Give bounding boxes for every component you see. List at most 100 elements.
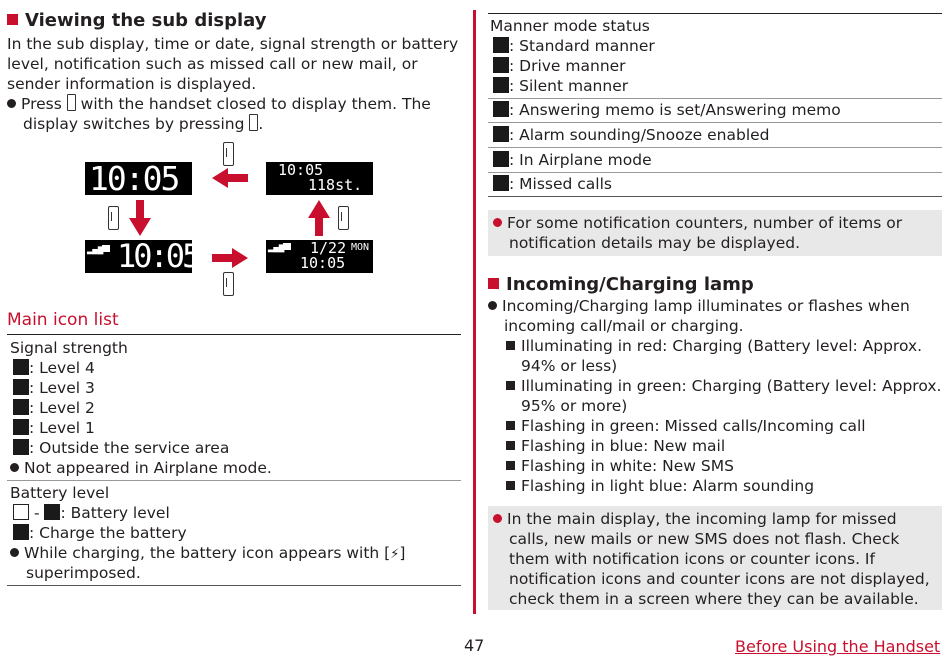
lamp-item: Flashing in white: New SMS xyxy=(506,456,734,476)
square-bullet xyxy=(506,441,515,450)
divider xyxy=(488,147,942,148)
bullet xyxy=(10,548,19,557)
bullet xyxy=(7,99,16,108)
lamp-item: Flashing in light blue: Alarm sounding xyxy=(506,476,814,496)
divider xyxy=(488,122,942,123)
square-bullet xyxy=(506,341,515,350)
arrow-left-icon xyxy=(212,168,248,188)
sub-display-status-screen: ▂▄▆ 10:05 xyxy=(85,237,201,275)
intro-line: level, notification such as missed call … xyxy=(7,55,418,73)
signal-heading: Signal strength xyxy=(10,339,128,357)
divider xyxy=(7,585,461,586)
section-title-sub-display: Viewing the sub display xyxy=(7,10,266,31)
lamp-intro-cont: incoming call/mail or charging. xyxy=(504,317,744,335)
signal-level3-icon xyxy=(13,379,29,395)
icon-row: : Alarm sounding/Snooze enabled xyxy=(493,125,770,145)
column-divider xyxy=(473,10,476,614)
icon-row: : In Airplane mode xyxy=(493,150,652,170)
divider xyxy=(488,13,942,14)
lamp-intro: Incoming/Charging lamp illuminates or fl… xyxy=(488,296,910,316)
signal-item: : Level 3 xyxy=(13,378,95,398)
signal-note: Not appeared in Airplane mode. xyxy=(10,458,272,478)
press-instruction: Press with the handset closed to display… xyxy=(7,94,431,114)
side-key-icon xyxy=(338,206,349,230)
bullet xyxy=(493,218,502,227)
section-title-lamp: Incoming/Charging lamp xyxy=(488,274,754,295)
signal-item: : Level 1 xyxy=(13,418,95,438)
battery-full-icon xyxy=(44,504,61,520)
side-key-icon xyxy=(223,272,234,296)
icon-row: : Missed calls xyxy=(493,174,612,194)
icon-row: : Answering memo is set/Answering memo xyxy=(493,100,841,120)
section-marker xyxy=(488,278,499,289)
main-icon-list-title: Main icon list xyxy=(7,310,119,330)
lamp-item: Flashing in green: Missed calls/Incoming… xyxy=(506,416,866,436)
intro-line: sender information is displayed. xyxy=(7,75,257,93)
silent-manner-icon xyxy=(493,77,509,93)
note-box: For some notification counters, number o… xyxy=(488,210,942,256)
lightning-icon: ⚡ xyxy=(390,547,400,562)
out-of-service-icon xyxy=(13,439,29,455)
signal-level4-icon xyxy=(13,359,29,375)
battery-note-cont: superimposed. xyxy=(26,564,141,582)
charge-battery-icon xyxy=(13,524,29,540)
divider xyxy=(7,480,461,481)
manner-heading: Manner mode status xyxy=(490,17,650,35)
section-marker xyxy=(7,14,18,25)
side-key-icon xyxy=(66,94,76,111)
square-bullet xyxy=(506,461,515,470)
lamp-item-cont: 95% or more) xyxy=(521,397,628,415)
side-key-icon xyxy=(223,142,234,166)
divider xyxy=(7,334,461,335)
battery-icon xyxy=(283,243,291,250)
side-key-icon xyxy=(108,206,119,230)
arrow-right-icon xyxy=(212,248,248,268)
divider xyxy=(488,196,942,197)
lamp-item: Illuminating in red: Charging (Battery l… xyxy=(506,336,922,356)
square-bullet xyxy=(506,381,515,390)
battery-heading: Battery level xyxy=(10,484,110,502)
manner-item: : Drive manner xyxy=(493,56,626,76)
signal-item: : Outside the service area xyxy=(13,438,229,458)
signal-item: : Level 2 xyxy=(13,398,95,418)
note-box: In the main display, the incoming lamp f… xyxy=(488,506,942,610)
arrow-down-icon xyxy=(129,200,151,236)
press-instruction-cont: display switches by pressing . xyxy=(23,114,264,133)
square-bullet xyxy=(506,481,515,490)
arrow-up-icon xyxy=(308,200,330,236)
divider xyxy=(488,98,942,99)
drive-manner-icon xyxy=(493,57,509,73)
signal-level1-icon xyxy=(13,419,29,435)
signal-item: : Level 4 xyxy=(13,358,95,378)
airplane-icon xyxy=(493,151,509,167)
battery-item: - : Battery level xyxy=(13,503,170,523)
square-bullet xyxy=(506,421,515,430)
alarm-icon xyxy=(493,126,509,142)
divider xyxy=(488,172,942,173)
sub-display-steps-screen: 10:05 118st. xyxy=(266,161,373,195)
side-key-icon xyxy=(249,114,259,131)
signal-bars-icon: ▂▄▆ xyxy=(268,243,285,253)
lamp-item: Flashing in blue: New mail xyxy=(506,436,725,456)
battery-empty-icon xyxy=(13,504,29,520)
battery-note: While charging, the battery icon appears… xyxy=(10,543,405,565)
intro-line: In the sub display, time or date, signal… xyxy=(7,35,459,53)
chapter-link[interactable]: Before Using the Handset xyxy=(735,637,941,656)
answering-memo-icon xyxy=(493,101,509,117)
manner-item: : Standard manner xyxy=(493,36,655,56)
sub-display-time-screen: 10:05 xyxy=(85,159,192,198)
signal-level2-icon xyxy=(13,399,29,415)
bullet xyxy=(493,514,502,523)
bullet xyxy=(10,463,19,472)
missed-call-icon xyxy=(493,175,509,191)
page-number: 47 xyxy=(464,636,485,655)
battery-icon xyxy=(102,245,110,252)
battery-item: : Charge the battery xyxy=(13,523,187,543)
manner-item: : Silent manner xyxy=(493,76,628,96)
bullet xyxy=(488,301,497,310)
signal-bars-icon: ▂▄▆ xyxy=(87,245,104,255)
standard-manner-icon xyxy=(493,37,509,53)
sub-display-date-screen: ▂▄▆ 1/22 MON 10:05 xyxy=(266,239,373,273)
lamp-item: Illuminating in green: Charging (Battery… xyxy=(506,376,941,396)
lamp-item-cont: 94% or less) xyxy=(521,357,618,375)
